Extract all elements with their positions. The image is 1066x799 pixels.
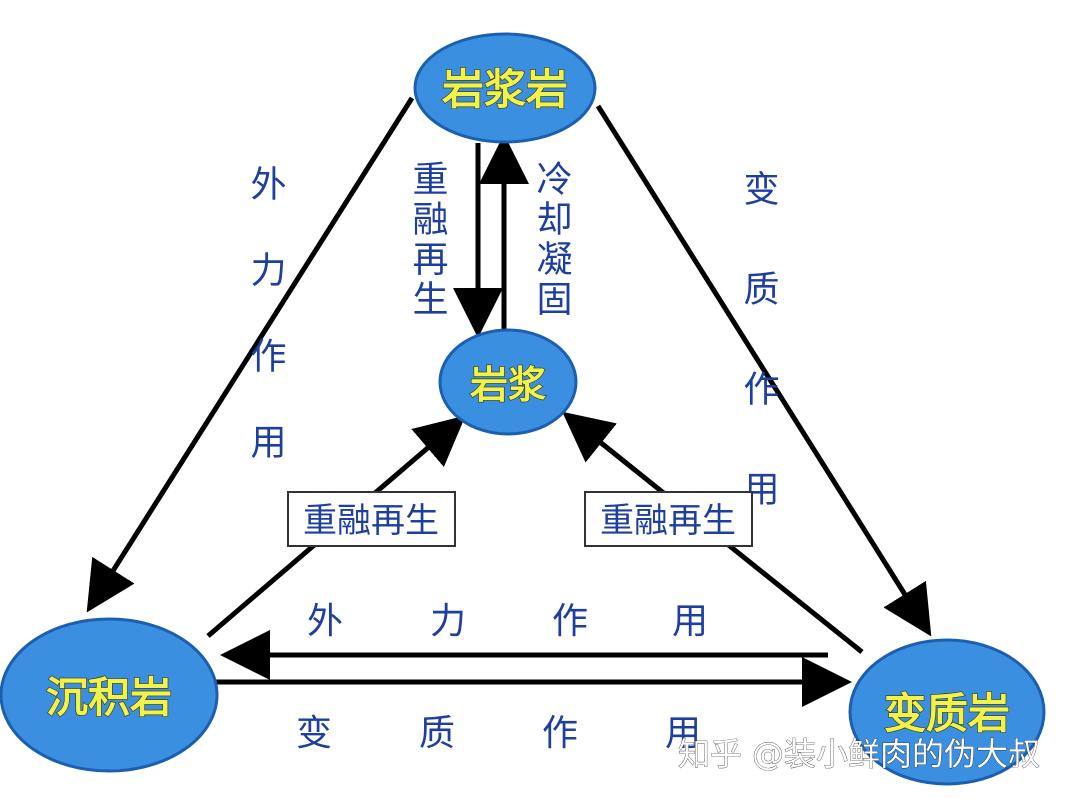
arrow-igneous-to-metamorphic [595,104,932,637]
label-bottom-top: 外 力 作 用 [307,601,708,642]
label-bottom-top-char: 用 [672,601,708,642]
box-label-left-text: 重融再生 [303,501,439,541]
node-sedimentary-rock: 沉积岩 [0,617,219,773]
label-bottom-top-char: 力 [430,601,466,642]
label-center-up: 冷却凝固 [531,160,572,320]
label-bottom-bottom-char: 变 [296,713,332,754]
node-metamorphic-label: 变质岩 [884,689,1010,738]
label-bottom-bottom-char: 用 [665,713,701,754]
label-bottom-bottom-char: 质 [419,713,455,754]
watermark: 知乎 @装小鲜肉的伪大叔 [678,735,1040,773]
box-label-left: 重融再生 [287,491,456,547]
node-igneous-rock: 岩浆岩 [413,32,597,144]
box-label-right-text: 重融再生 [600,501,736,541]
label-center-down: 重融再生 [407,160,448,320]
label-bottom-bottom-char: 作 [542,713,578,754]
node-igneous-label: 岩浆岩 [442,65,568,114]
node-metamorphic-rock: 变质岩 [848,638,1046,786]
label-bottom-top-char: 外 [307,601,343,642]
label-left-side: 外力作用 [245,165,286,509]
node-sedimentary-label: 沉积岩 [46,673,172,722]
box-label-right: 重融再生 [584,491,753,547]
node-magma: 岩浆 [438,328,578,436]
arrow-igneous-to-sedimentary [86,96,415,613]
label-bottom-top-char: 作 [552,601,588,642]
node-magma-label: 岩浆 [470,363,546,407]
label-bottom-bottom: 变 质 作 用 [296,713,701,754]
